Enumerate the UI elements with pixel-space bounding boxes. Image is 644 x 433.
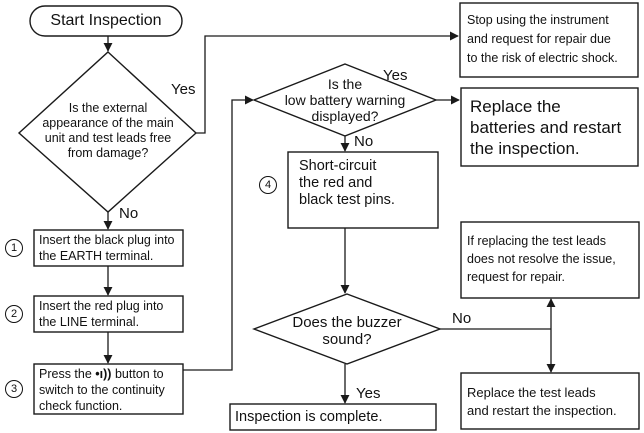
step1-line: Insert the black plug into (39, 233, 175, 247)
replace-leads-line: Replace the test leads (467, 385, 596, 400)
leads-note-line: If replacing the test leads (467, 234, 606, 248)
step4-box (287, 151, 439, 229)
buzzer-decision (252, 293, 442, 365)
battery-question: Is the low battery warning displayed? (259, 76, 431, 124)
step1-text: Insert the black plug into the EARTH ter… (39, 232, 175, 264)
step1-line: the EARTH terminal. (39, 249, 154, 263)
damage-no-label: No (119, 205, 139, 222)
repair-shock-text: Stop using the instrument and request fo… (467, 11, 618, 68)
damage-line: from damage? (67, 146, 149, 160)
step3-before: Press the (39, 367, 92, 381)
buzzer-yes-label: Yes (356, 385, 381, 402)
step1-number: 1 (5, 239, 23, 257)
step3-number: 3 (5, 380, 23, 398)
leads-note-line: request for repair. (467, 270, 565, 284)
replace-batteries-line: batteries and restart (470, 118, 622, 137)
buzzer-icon: •ı)) (95, 367, 112, 381)
step4-text: Short-circuit the red and black test pin… (299, 158, 395, 209)
step3-line: check function. (39, 399, 123, 413)
replace-leads-box (460, 372, 640, 430)
buzzer-question: Does the buzzer sound? (264, 314, 430, 348)
step4-line: black test pins. (299, 192, 395, 208)
step3-box (33, 363, 184, 415)
repair-shock-box (459, 2, 639, 78)
replace-batteries-line: Replace the (470, 97, 561, 116)
step4-line: the red and (299, 175, 373, 191)
battery-no-label: No (354, 133, 374, 150)
damage-line: Is the external (68, 101, 148, 115)
step2-line: the LINE terminal. (39, 315, 140, 329)
damage-line: appearance of the main (42, 116, 174, 130)
step3-after: button to (114, 367, 164, 381)
leads-note-box (460, 221, 640, 299)
leads-note-text: If replacing the test leads does not res… (467, 232, 616, 286)
step3-line: switch to the continuity (39, 383, 165, 397)
complete-box (229, 403, 437, 431)
buzzer-line: sound? (322, 331, 372, 348)
battery-line: displayed? (311, 108, 379, 124)
battery-line: Is the (327, 76, 363, 92)
buzzer-no-label: No (452, 310, 472, 327)
buzzer-line: Does the buzzer (292, 314, 402, 331)
arrow-damage-yes (196, 31, 459, 134)
leads-note-line: does not resolve the issue, (467, 252, 616, 266)
arrow-step3-battery (183, 95, 254, 371)
step4-line: Short-circuit (299, 158, 377, 174)
replace-leads-text: Replace the test leads and restart the i… (467, 384, 617, 420)
damage-line: unit and test leads free (44, 131, 172, 145)
battery-line: low battery warning (284, 92, 406, 108)
replace-batteries-box (460, 87, 639, 167)
start-terminator (29, 5, 183, 37)
damage-yes-label: Yes (171, 81, 196, 98)
replace-batteries-line: the inspection. (470, 139, 580, 158)
damage-question: Is the external appearance of the main u… (28, 101, 188, 161)
inspection-complete-text: Inspection is complete. (235, 409, 383, 425)
repair-shock-line: Stop using the instrument (467, 13, 609, 27)
step4-number: 4 (259, 176, 277, 194)
start-label: Start Inspection (50, 12, 162, 29)
repair-shock-line: to the risk of electric shock. (467, 51, 618, 65)
battery-yes-label: Yes (383, 67, 408, 84)
step2-text: Insert the red plug into the LINE termin… (39, 298, 163, 330)
step3-first-line: Press the •ı)) button to (39, 366, 165, 382)
replace-leads-line: and restart the inspection. (467, 403, 617, 418)
step3-text: Press the •ı)) button to switch to the c… (39, 366, 165, 414)
repair-shock-line: and request for repair due (467, 32, 611, 46)
replace-batteries-text: Replace the batteries and restart the in… (470, 96, 621, 159)
step2-number: 2 (5, 305, 23, 323)
step2-line: Insert the red plug into (39, 299, 164, 313)
